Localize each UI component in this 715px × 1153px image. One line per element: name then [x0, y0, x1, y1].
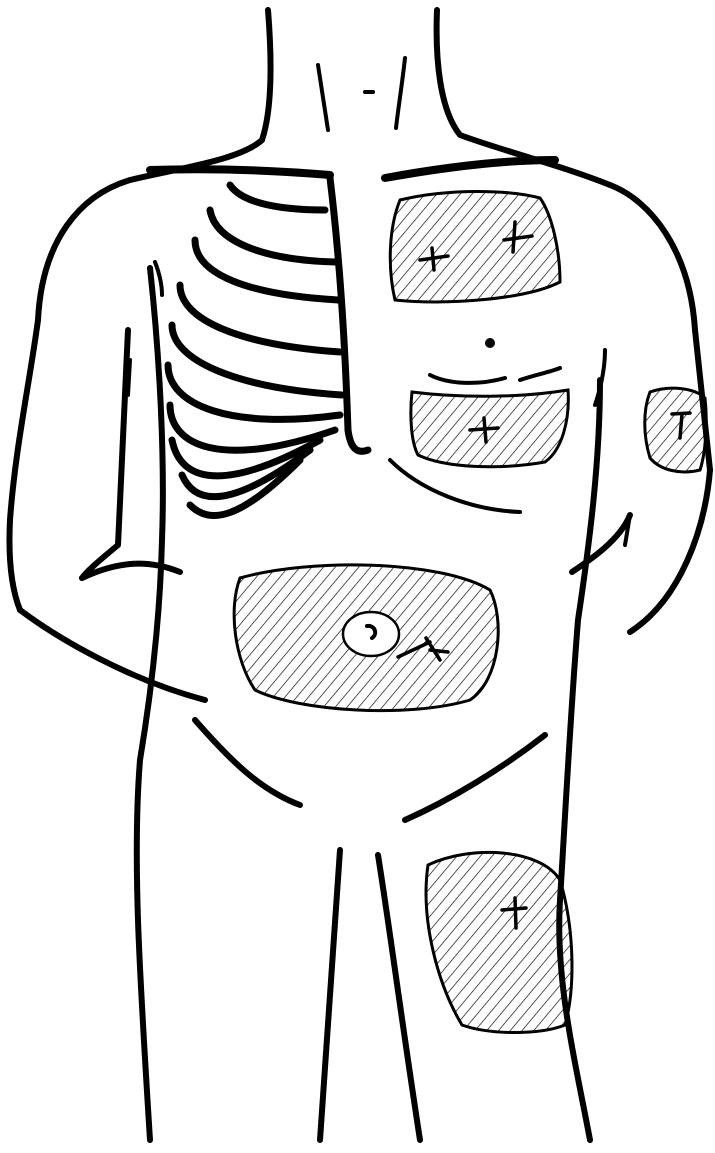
rib-1: [230, 185, 325, 210]
lower-chest-curve-2: [520, 368, 560, 380]
rib-3: [195, 240, 338, 300]
left-torso-side: [137, 268, 163, 1140]
right-arm-outline: [630, 470, 710, 632]
left-arm-inner: [82, 330, 128, 578]
lower-chest-curve-1: [430, 375, 505, 383]
left-collarbone: [150, 169, 330, 175]
right-collarbone: [385, 160, 555, 178]
rib-5: [172, 325, 342, 395]
left-hip-outline: [20, 610, 205, 700]
elbow-crease-left: [128, 360, 130, 395]
side-crease-left: [155, 262, 162, 295]
zone-thigh: [426, 852, 572, 1032]
neck-details: [318, 58, 405, 130]
right-leg-inner: [378, 855, 420, 1140]
groin-left: [195, 720, 300, 805]
left-shoulder-outline: [9, 180, 130, 610]
zone-upper-right-chest: [390, 192, 560, 302]
zone-upper-arm: [645, 388, 706, 472]
neck-left-line: [130, 10, 270, 180]
groin-right: [405, 735, 545, 820]
xiphoid: [348, 430, 368, 451]
chest-dot: [485, 338, 495, 348]
navel: [343, 612, 399, 656]
rib-cage: [168, 178, 368, 516]
injection-zones: [234, 192, 706, 1033]
rib-2: [210, 210, 335, 262]
left-leg-inner: [320, 850, 340, 1140]
right-hand: [572, 515, 630, 572]
